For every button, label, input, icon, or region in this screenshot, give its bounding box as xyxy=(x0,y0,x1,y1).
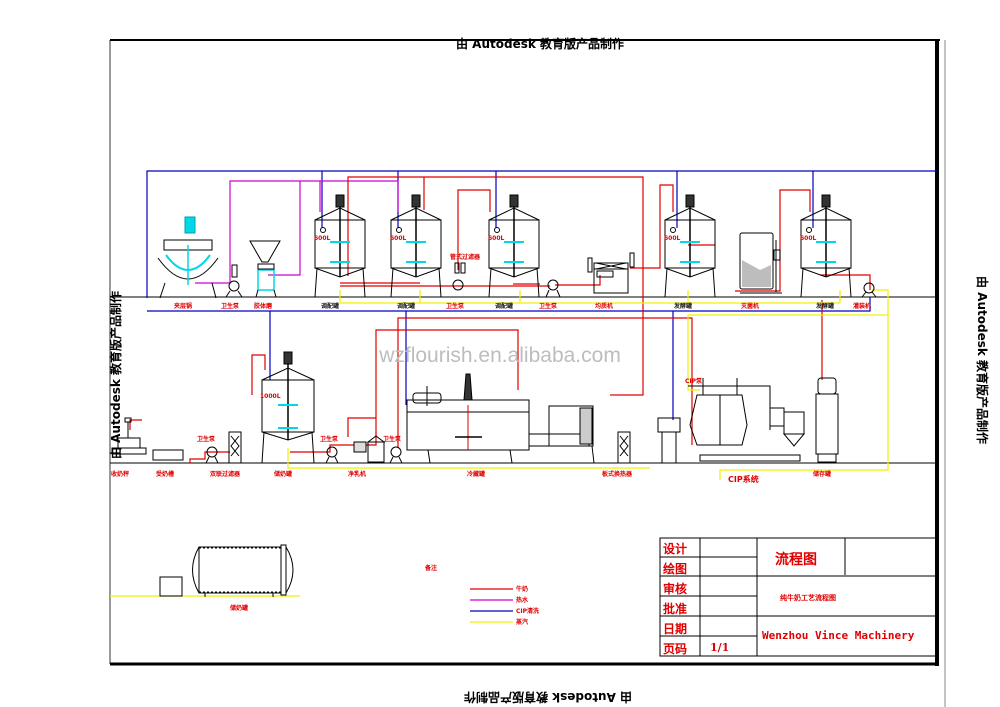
site-watermark: wzflourish.en.alibaba.com xyxy=(378,344,621,367)
cip-system-label: CIP系统 xyxy=(728,474,759,484)
equipment-label: 发酵罐 xyxy=(815,302,834,310)
filling-pump xyxy=(861,282,877,298)
steam-pipes xyxy=(110,289,889,597)
pump-label-2: 卫生泵 xyxy=(320,435,339,443)
lower-pump-3 xyxy=(389,446,403,464)
horizontal-milk-tank xyxy=(159,544,294,597)
homogenizer xyxy=(587,252,635,294)
legend-label: 蒸汽 xyxy=(516,618,528,626)
hot-water-pipes xyxy=(195,180,399,284)
equipment-label: 储奶罐 xyxy=(273,470,292,478)
lower-pump-2 xyxy=(325,446,339,464)
equipment-label: 均质机 xyxy=(595,302,613,310)
drawing-subtitle: 纯牛奶工艺流程图 xyxy=(780,593,836,602)
title-block-row-label: 审核 xyxy=(663,581,687,596)
equipment-label: 卫生泵 xyxy=(221,302,240,310)
jacketed-kettle xyxy=(157,216,219,299)
equipment-label: 净乳机 xyxy=(348,470,366,478)
drawing-title: 流程图 xyxy=(775,551,817,568)
legend-title: 备注 xyxy=(424,564,437,572)
legend-label: CIP清洗 xyxy=(516,607,539,615)
equipment-label: 夹层锅 xyxy=(174,302,192,310)
storage-tank-lower xyxy=(815,377,839,463)
equipment-label: 胶体磨 xyxy=(254,302,272,310)
watermark-left: 由 Autodesk 教育版产品制作 xyxy=(108,291,123,459)
tube-filter-label: 管式过滤器 xyxy=(450,253,481,261)
blending-tank xyxy=(390,194,442,298)
title-block-row-label: 批准 xyxy=(663,601,687,616)
upper-equipment-labels: 夹层锅 卫生泵 胶体磨 调配罐 调配罐 卫生泵 调配罐 卫生泵 均质机 发酵罐 灭菌机 发酵罐 灌装机 xyxy=(174,302,871,310)
tank-capacity: 600L xyxy=(800,235,817,242)
pump-label-3: 卫生泵 xyxy=(383,435,402,443)
legend-item: CIP清洗 xyxy=(470,607,539,615)
tank-capacity: 600L xyxy=(314,235,331,242)
tube-filter xyxy=(452,262,466,291)
equipment-label: 卫生泵 xyxy=(446,302,465,310)
cip-pump-label: CIP泵 xyxy=(685,377,703,385)
equipment-label: 收奶秤 xyxy=(111,470,129,478)
blending-tanks: 600L 600L 600L 600L 600L xyxy=(314,194,852,298)
milk-receiving-tank xyxy=(152,449,184,461)
sanitary-pump xyxy=(225,264,243,298)
page-number: 1/1 xyxy=(710,641,729,654)
tank-capacity: 600L xyxy=(664,235,681,242)
watermark-right: 由 Autodesk 教育版产品制作 xyxy=(975,276,990,444)
equipment-label: 储存罐 xyxy=(812,470,831,478)
equipment-label: 灌装机 xyxy=(853,302,871,310)
blending-tank xyxy=(314,194,366,298)
title-block xyxy=(659,537,938,657)
material-pipes xyxy=(129,176,871,463)
plate-heat-exchanger xyxy=(617,431,631,464)
blending-tank xyxy=(800,194,852,298)
equipment-label: 卫生泵 xyxy=(539,302,558,310)
equipment-label: 灭菌机 xyxy=(740,302,759,310)
company-name: Wenzhou Vince Machinery xyxy=(762,629,915,642)
equipment-label: 双联过滤器 xyxy=(210,470,241,478)
milk-scale xyxy=(111,417,147,455)
duplex-filter xyxy=(228,431,242,464)
sterilizer xyxy=(739,232,782,294)
watermark-top: 由 Autodesk 教育版产品制作 xyxy=(456,36,624,51)
legend-item: 蒸汽 xyxy=(470,618,528,626)
equipment-label: 冷藏罐 xyxy=(467,470,485,478)
upper-pump-2 xyxy=(545,279,561,298)
cooling-tank xyxy=(406,373,595,464)
milk-storage-tank-1000l xyxy=(261,351,315,464)
equipment-label: 调配罐 xyxy=(495,302,513,310)
horizontal-tank-label: 储奶罐 xyxy=(229,604,248,612)
title-block-row-label: 日期 xyxy=(663,621,687,636)
cip-system xyxy=(657,378,806,463)
title-block-row-label: 绘图 xyxy=(663,561,687,576)
blending-tank xyxy=(664,194,716,298)
lower-pump-1 xyxy=(205,446,219,464)
tank-capacity: 600L xyxy=(488,235,505,242)
tank-capacity: 600L xyxy=(390,235,407,242)
lower-equipment-labels: 收奶秤 受奶槽 双联过滤器 储奶罐 净乳机 冷藏罐 板式换热器 储存罐 xyxy=(111,470,831,478)
equipment-label: 受奶槽 xyxy=(156,470,174,478)
equipment-label: 板式换热器 xyxy=(602,470,633,478)
equipment-label: 调配罐 xyxy=(321,302,339,310)
legend-label: 热水 xyxy=(516,596,529,604)
title-block-row-label: 页码 xyxy=(663,642,687,656)
lower-tank-capacity: 1000L xyxy=(260,393,281,400)
clarifier xyxy=(353,435,386,463)
title-block-row-label: 设计 xyxy=(663,541,687,556)
legend-item: 热水 xyxy=(470,596,529,604)
watermark-bottom: 由 Autodesk 教育版产品制作 xyxy=(464,690,632,705)
colloid-mill xyxy=(249,240,281,298)
legend-item: 牛奶 xyxy=(470,585,528,593)
pump-label-1: 卫生泵 xyxy=(197,435,216,443)
equipment-label: 发酵罐 xyxy=(673,302,692,310)
legend-label: 牛奶 xyxy=(516,585,528,593)
equipment-label: 调配罐 xyxy=(397,302,415,310)
blending-tank xyxy=(488,194,540,298)
